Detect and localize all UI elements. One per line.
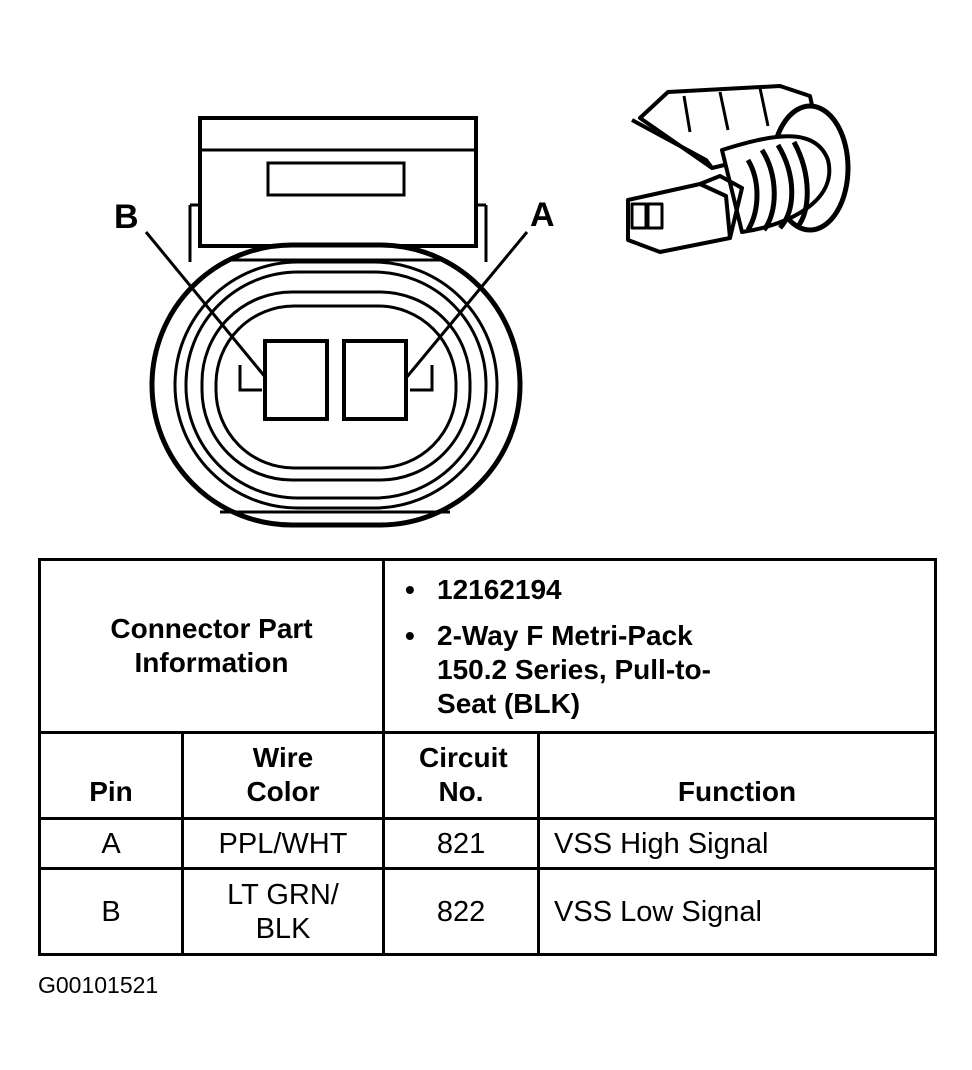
cell-pin: B <box>38 867 184 956</box>
cell-wire-color: LT GRN/ BLK <box>180 867 386 956</box>
cell-circuit-no: 821 <box>382 817 541 870</box>
connector-diagram <box>144 84 851 528</box>
pin-label-b: B <box>114 198 139 236</box>
table-row: B LT GRN/ BLK 822 VSS Low Signal <box>38 867 938 956</box>
connector-latch <box>188 116 488 262</box>
part-description: 2-Way F Metri-Pack 150.2 Series, Pull-to… <box>405 619 737 721</box>
cavity-a <box>342 339 408 421</box>
connector-face-view <box>144 116 529 528</box>
cell-function: VSS Low Signal <box>537 867 938 956</box>
table-row: A PPL/WHT 821 VSS High Signal <box>38 817 938 870</box>
leader-line-b <box>144 231 268 379</box>
header-wire-color: Wire Color <box>180 731 386 820</box>
header-function: Function <box>537 731 938 820</box>
pin-cavities <box>238 339 434 421</box>
header-row: Pin Wire Color Circuit No. Function <box>38 731 938 820</box>
cell-function: VSS High Signal <box>537 817 938 870</box>
cell-pin: A <box>38 817 184 870</box>
connector-isometric-view <box>626 84 851 254</box>
leader-line-a <box>404 231 529 379</box>
header-circuit-no: Circuit No. <box>382 731 541 820</box>
part-info-label: Connector Part Information <box>37 558 386 734</box>
part-number: 12162194 <box>405 573 934 607</box>
connector-info-table: Connector Part Information 12162194 2-Wa… <box>37 558 938 956</box>
header-pin: Pin <box>38 731 184 820</box>
cell-wire-color: PPL/WHT <box>180 817 386 870</box>
cavity-b <box>263 339 329 421</box>
cell-circuit-no: 822 <box>382 867 541 956</box>
part-info-details: 12162194 2-Way F Metri-Pack 150.2 Series… <box>382 558 938 734</box>
connector-seal-rings <box>149 242 523 528</box>
pin-label-a: A <box>530 196 555 234</box>
part-info-row: Connector Part Information 12162194 2-Wa… <box>37 558 938 734</box>
part-info-list: 12162194 2-Way F Metri-Pack 150.2 Series… <box>385 561 934 731</box>
figure-code: G00101521 <box>38 972 159 998</box>
